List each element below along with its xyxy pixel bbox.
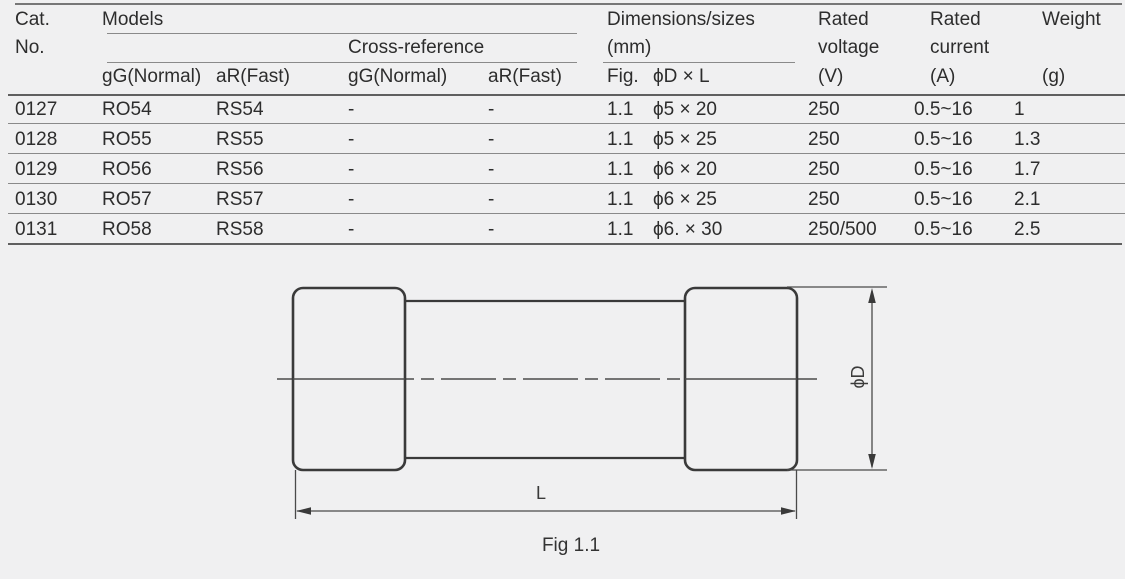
weight-value: 2.1 [1014,189,1041,210]
header-cross-reference: Cross-reference [348,37,485,58]
subheader-d-x-l: ϕD × L [653,66,710,87]
header-rated-voltage: Rated [818,9,869,30]
model-ar-value: RS58 [216,219,264,240]
header-rated-current-2: current [930,37,990,58]
table-top-rule [15,3,1122,5]
xref-ar-value: - [488,129,495,150]
weight-value: 1 [1014,99,1025,120]
cat-no-value: 0130 [15,189,58,210]
model-gg-value: RO56 [102,159,152,180]
header-weight: Weight [1042,9,1101,30]
l-dimension-label: L [535,483,546,503]
header-cat: Cat. [15,9,50,30]
header-dimensions-unit: (mm) [607,37,652,58]
cat-no-value: 0131 [15,219,58,240]
phid-arrow-up [868,288,876,303]
model-gg-value: RO58 [102,219,152,240]
dimension-value: ϕ5 × 20 [653,99,717,120]
header-models: Models [102,9,164,30]
cat-no-value: 0127 [15,99,58,120]
current-value: 0.5~16 [914,189,973,210]
phid-dimension-label: ϕD [848,365,868,389]
row-separator [8,213,1125,214]
header-dimensions: Dimensions/sizes [607,9,755,30]
weight-value: 1.7 [1014,159,1041,180]
model-gg-value: RO57 [102,189,152,210]
current-value: 0.5~16 [914,219,973,240]
fig-ref-value: 1.1 [607,99,634,120]
model-gg-value: RO54 [102,99,152,120]
subheader-xref-ar-fast: aR(Fast) [488,66,562,87]
weight-value: 1.3 [1014,129,1041,150]
l-arrow-right [781,507,796,515]
l-arrow-left [296,507,311,515]
cross-reference-underline [107,62,577,63]
subheader-fig: Fig. [607,66,639,87]
voltage-value: 250 [808,189,840,210]
model-ar-value: RS57 [216,189,264,210]
xref-ar-value: - [488,159,495,180]
phid-arrow-down [868,454,876,469]
model-ar-value: RS56 [216,159,264,180]
model-ar-value: RS54 [216,99,264,120]
voltage-value: 250 [808,99,840,120]
voltage-value: 250/500 [808,219,877,240]
dimensions-underline [603,62,795,63]
xref-gg-value: - [348,219,355,240]
dimension-value: ϕ6 × 25 [653,189,717,210]
weight-value: 2.5 [1014,219,1041,240]
model-ar-value: RS55 [216,129,264,150]
models-underline [107,33,577,34]
dimension-value: ϕ6. × 30 [653,219,723,240]
subheader-xref-gg-normal: gG(Normal) [348,66,448,87]
xref-ar-value: - [488,99,495,120]
voltage-value: 250 [808,159,840,180]
current-value: 0.5~16 [914,99,973,120]
header-no: No. [15,37,45,58]
subheader-ar-fast: aR(Fast) [216,66,290,87]
header-rated-current: Rated [930,9,981,30]
xref-gg-value: - [348,99,355,120]
xref-gg-value: - [348,129,355,150]
header-current-unit: (A) [930,66,956,87]
current-value: 0.5~16 [914,159,973,180]
row-separator [8,123,1125,124]
xref-gg-value: - [348,189,355,210]
header-bottom-rule [8,94,1125,96]
row-separator [8,153,1125,154]
header-rated-voltage-2: voltage [818,37,880,58]
subheader-gg-normal: gG(Normal) [102,66,202,87]
dimension-value: ϕ6 × 20 [653,159,717,180]
cat-no-value: 0128 [15,129,58,150]
xref-ar-value: - [488,189,495,210]
model-gg-value: RO55 [102,129,152,150]
xref-ar-value: - [488,219,495,240]
header-voltage-unit: (V) [818,66,844,87]
table-bottom-rule [8,243,1122,245]
fig-ref-value: 1.1 [607,159,634,180]
dimension-value: ϕ5 × 25 [653,129,717,150]
header-weight-unit: (g) [1042,66,1066,87]
voltage-value: 250 [808,129,840,150]
fig-ref-value: 1.1 [607,189,634,210]
fig-ref-value: 1.1 [607,219,634,240]
fig-ref-value: 1.1 [607,129,634,150]
current-value: 0.5~16 [914,129,973,150]
row-separator [8,183,1125,184]
figure-caption: Fig 1.1 [541,535,601,556]
xref-gg-value: - [348,159,355,180]
cat-no-value: 0129 [15,159,58,180]
